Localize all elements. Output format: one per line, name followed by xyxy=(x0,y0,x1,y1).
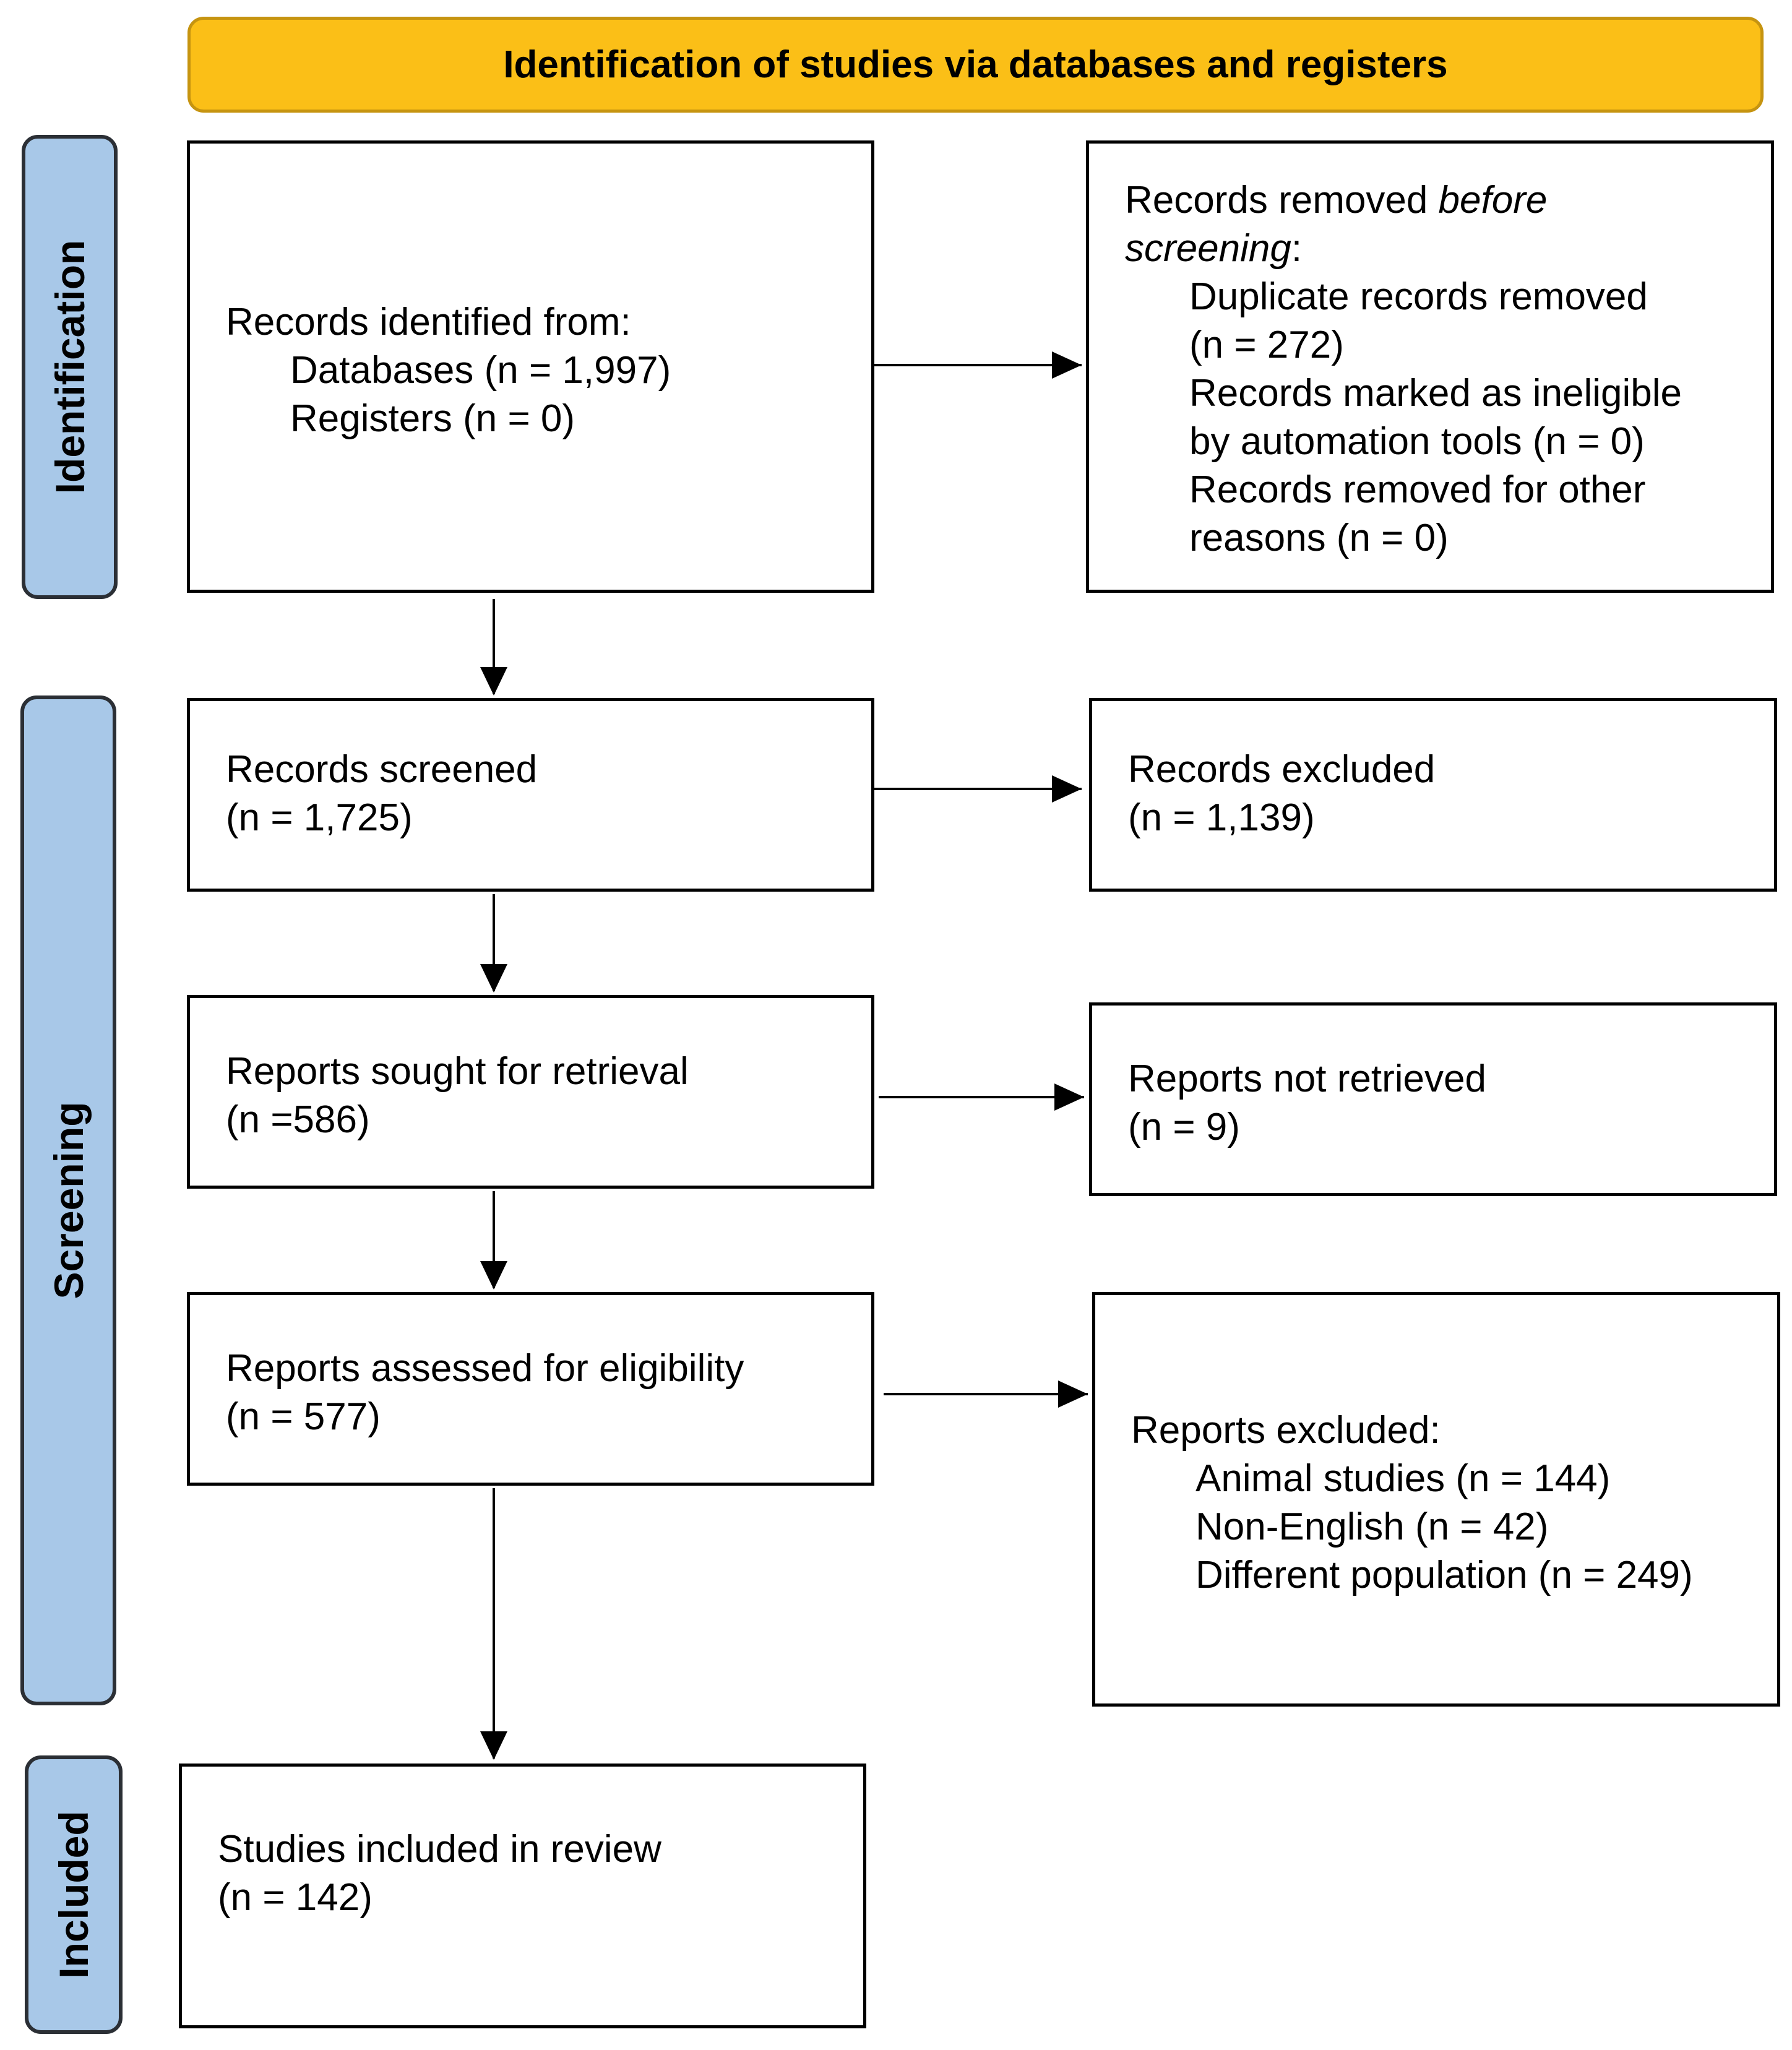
arrowhead-down xyxy=(480,1731,507,1760)
records-removed-title: Records removed before xyxy=(1125,179,1548,222)
studies-included-count: (n = 142) xyxy=(218,1876,373,1919)
reports-sought-count: (n =586) xyxy=(226,1098,370,1141)
arrowhead-right xyxy=(1052,351,1082,379)
phase-included: Included xyxy=(25,1755,123,2034)
records-excluded-title: Records excluded xyxy=(1128,748,1436,791)
records-identified-databases: Databases (n = 1,997) xyxy=(290,349,671,392)
arrowhead-down xyxy=(480,964,507,993)
phase-identification: Identification xyxy=(22,135,118,599)
records-screened-count: (n = 1,725) xyxy=(226,796,413,839)
records-removed-item: reasons (n = 0) xyxy=(1189,517,1449,559)
arrowhead-right xyxy=(1058,1380,1088,1408)
records-identified-title: Records identified from: xyxy=(226,301,631,343)
arrowhead-down xyxy=(480,667,507,696)
reports-excluded-item: Different population (n = 249) xyxy=(1195,1554,1693,1596)
reports-not-retrieved-box: Reports not retrieved (n = 9) xyxy=(1089,1002,1777,1196)
records-excluded-box: Records excluded (n = 1,139) xyxy=(1089,698,1777,892)
records-removed-box: Records removed before screening: Duplic… xyxy=(1086,140,1774,593)
records-screened-box: Records screened (n = 1,725) xyxy=(187,698,874,892)
records-removed-item: by automation tools (n = 0) xyxy=(1189,420,1645,463)
records-excluded-count: (n = 1,139) xyxy=(1128,796,1315,839)
header-title: Identification of studies via databases … xyxy=(503,43,1448,86)
phase-screening: Screening xyxy=(20,696,116,1705)
arrowhead-down xyxy=(480,1261,507,1290)
records-removed-item: Records removed for other xyxy=(1189,468,1646,511)
reports-assessed-count: (n = 577) xyxy=(226,1395,381,1438)
reports-not-retrieved-title: Reports not retrieved xyxy=(1128,1057,1486,1100)
reports-assessed-title: Reports assessed for eligibility xyxy=(226,1347,744,1390)
studies-included-box: Studies included in review (n = 142) xyxy=(179,1764,866,2028)
reports-excluded-item: Non-English (n = 42) xyxy=(1195,1505,1549,1548)
arrowhead-right xyxy=(1052,775,1082,803)
records-screened-title: Records screened xyxy=(226,748,538,791)
studies-included-title: Studies included in review xyxy=(218,1828,661,1871)
records-identified-registers: Registers (n = 0) xyxy=(290,397,575,440)
header-bar: Identification of studies via databases … xyxy=(187,17,1764,113)
reports-sought-box: Reports sought for retrieval (n =586) xyxy=(187,995,874,1189)
reports-excluded-title: Reports excluded: xyxy=(1131,1409,1441,1452)
reports-excluded-box: Reports excluded: Animal studies (n = 14… xyxy=(1092,1292,1780,1707)
reports-excluded-item: Animal studies (n = 144) xyxy=(1195,1457,1611,1500)
records-removed-item: (n = 272) xyxy=(1189,324,1344,366)
reports-sought-title: Reports sought for retrieval xyxy=(226,1050,689,1093)
records-removed-item: Duplicate records removed xyxy=(1189,275,1648,318)
records-removed-item: Records marked as ineligible xyxy=(1189,372,1682,415)
reports-not-retrieved-count: (n = 9) xyxy=(1128,1106,1240,1148)
arrowhead-right xyxy=(1054,1083,1084,1111)
reports-assessed-box: Reports assessed for eligibility (n = 57… xyxy=(187,1292,874,1486)
records-identified-box: Records identified from: Databases (n = … xyxy=(187,140,874,593)
